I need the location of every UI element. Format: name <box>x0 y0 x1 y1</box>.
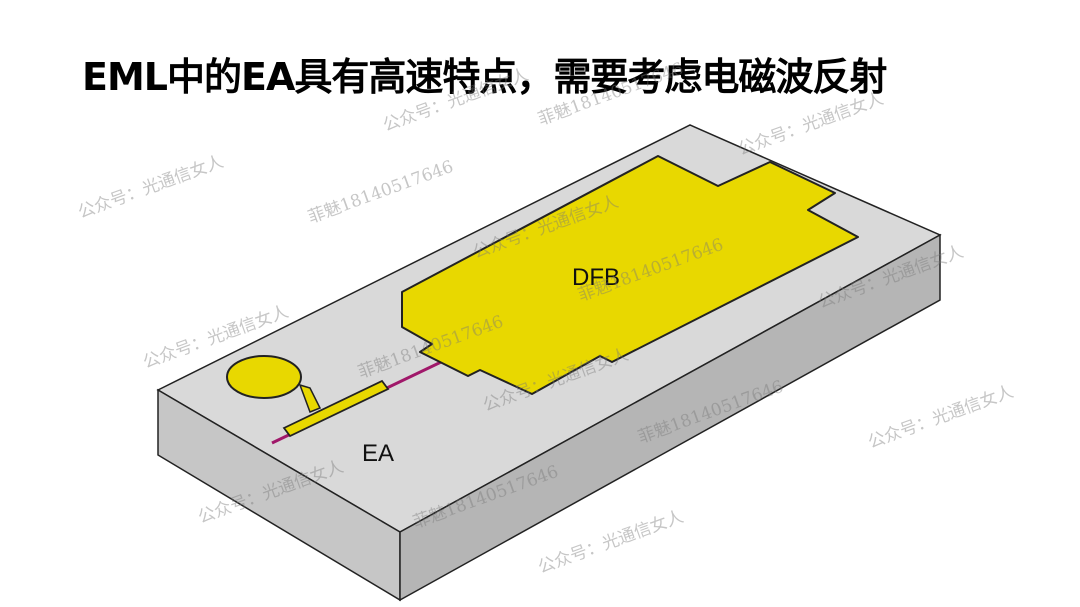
ea-pad-stem <box>298 383 322 413</box>
dfb-pad <box>401 155 859 395</box>
ea-electrode <box>282 379 390 438</box>
slide-title: EML中的EA具有高速特点，需要考虑电磁波反射 <box>82 55 887 99</box>
ea-bond-pad <box>226 355 302 399</box>
ea-label: EA <box>362 440 394 467</box>
substrate-side-face <box>399 233 941 602</box>
dfb-label: DFB <box>572 264 620 291</box>
